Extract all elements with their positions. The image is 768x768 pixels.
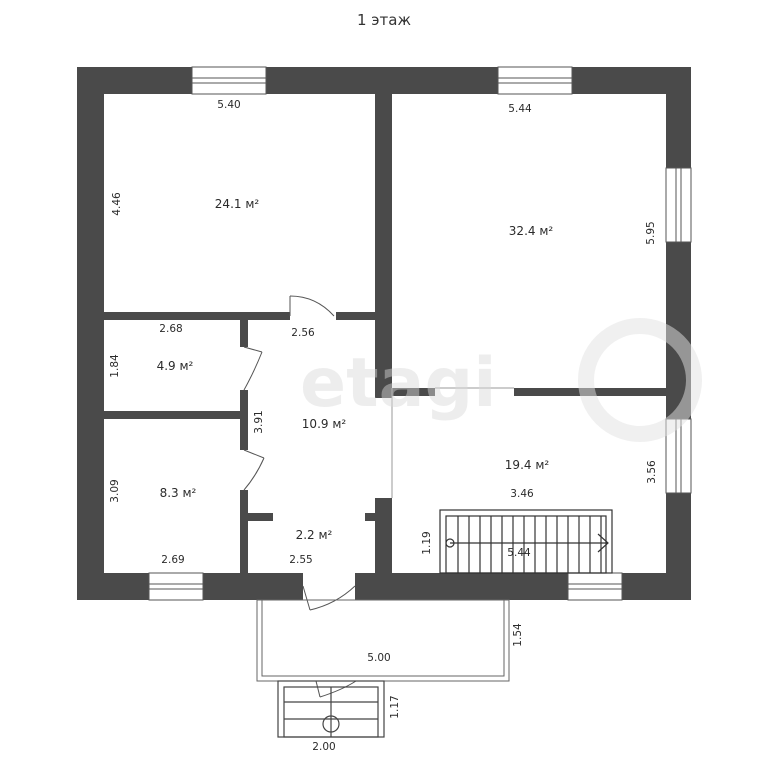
dim-bottom-left-width: 2.69 bbox=[161, 554, 184, 566]
dim-porch-depth: 1.54 bbox=[512, 623, 524, 647]
area-room-top-right: 32.4 м² bbox=[509, 224, 554, 238]
area-room-bottom-left: 8.3 м² bbox=[160, 486, 197, 500]
dim-stairs-length: 5.44 bbox=[507, 547, 531, 559]
dim-hall-height: 3.91 bbox=[253, 410, 265, 433]
windows bbox=[148, 66, 692, 601]
dim-top-right-width: 5.44 bbox=[508, 103, 532, 115]
door-top-room bbox=[289, 295, 335, 317]
dim-stairs-width: 1.19 bbox=[421, 531, 433, 554]
window-bottom-right bbox=[567, 572, 623, 601]
dim-porch-width: 5.00 bbox=[367, 652, 390, 664]
dim-small-width: 2.68 bbox=[159, 323, 182, 335]
dim-hall-width: 2.56 bbox=[291, 327, 315, 339]
window-bottom-left bbox=[148, 572, 204, 601]
watermark-circle bbox=[578, 318, 702, 442]
door-porch bbox=[315, 680, 357, 698]
area-vestibule: 2.2 м² bbox=[296, 528, 333, 542]
dim-steps-depth: 1.17 bbox=[389, 695, 401, 718]
area-room-top-left: 24.1 м² bbox=[215, 197, 260, 211]
dim-top-left-height: 4.46 bbox=[111, 192, 123, 216]
dim-bottom-left-height: 3.09 bbox=[109, 479, 121, 502]
dim-top-right-height: 5.95 bbox=[645, 221, 657, 244]
door-small-room bbox=[243, 346, 263, 391]
doors bbox=[243, 295, 357, 698]
staircase bbox=[439, 509, 613, 574]
entry-steps bbox=[277, 680, 385, 738]
watermark: etagi bbox=[300, 344, 497, 423]
dim-steps-width: 2.00 bbox=[312, 741, 335, 753]
area-hall: 10.9 м² bbox=[302, 417, 347, 431]
interior-walls bbox=[104, 94, 666, 573]
area-living-bottom-right: 19.4 м² bbox=[505, 458, 550, 472]
window-top-left bbox=[191, 66, 267, 95]
dim-small-height: 1.84 bbox=[109, 354, 121, 378]
dim-living-height: 3.56 bbox=[646, 460, 658, 484]
door-bottom-left-room bbox=[243, 449, 265, 491]
window-top-right bbox=[497, 66, 573, 95]
dim-top-left-width: 5.40 bbox=[217, 99, 240, 111]
porch bbox=[256, 599, 510, 682]
floor-title: 1 этаж bbox=[357, 11, 411, 29]
dim-living-width: 3.46 bbox=[510, 488, 534, 500]
area-room-small: 4.9 м² bbox=[157, 359, 194, 373]
dim-vestibule-width: 2.55 bbox=[289, 554, 312, 566]
door-entrance bbox=[302, 585, 356, 611]
window-right-upper bbox=[665, 167, 692, 243]
